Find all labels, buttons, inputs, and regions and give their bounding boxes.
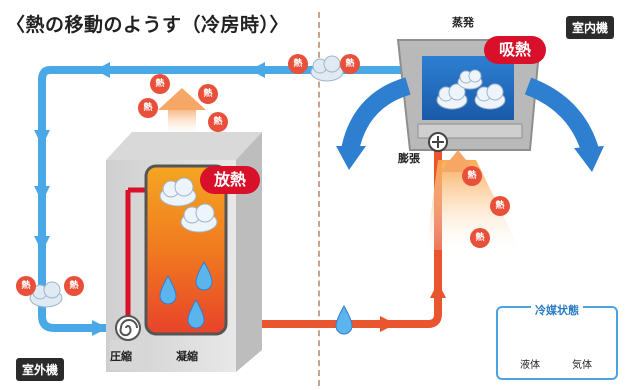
heat-marker: 熱 [198, 84, 218, 104]
compression-label: 圧縮 [110, 350, 132, 363]
gas-cloud-indoor-2 [474, 83, 506, 110]
flow-arrow-top-1 [250, 62, 265, 78]
heat-marker: 熱 [150, 74, 170, 94]
heat-absorb-bubble: 吸熱 [484, 36, 546, 64]
heat-marker: 熱 [288, 54, 308, 74]
gas-cloud-coil-2 [180, 203, 218, 233]
legend-gas-label: 気体 [572, 360, 592, 371]
flow-arrow-hot-2 [430, 282, 446, 298]
outdoor-unit-tag: 室外機 [16, 358, 65, 381]
heat-marker: 熱 [138, 98, 158, 118]
flow-arrow-left-1 [34, 130, 50, 146]
heat-marker: 熱 [340, 54, 360, 74]
expansion-valve [428, 132, 448, 152]
liquid-drop-coil-1 [159, 274, 177, 305]
warm-air-cone [426, 160, 520, 250]
flow-arrow-top-2 [95, 62, 110, 78]
gas-cloud-left-pipe [29, 281, 63, 308]
liquid-drop-pipe [335, 304, 353, 335]
heat-marker: 熱 [64, 276, 84, 296]
cool-air-arrow-left [341, 77, 411, 153]
legend-title: 冷媒状態 [531, 304, 583, 317]
refrigerant-state-legend: 冷媒状態 液体 気体 [496, 304, 618, 380]
indoor-unit-tag: 室内機 [565, 16, 614, 39]
heat-marker: 熱 [462, 166, 482, 186]
cool-air-arrow-right [524, 77, 599, 153]
condensation-label: 凝縮 [176, 350, 198, 363]
gas-cloud-coil-1 [159, 177, 197, 207]
heat-marker: 熱 [490, 196, 510, 216]
heat-marker: 熱 [208, 112, 228, 132]
liquid-drop-coil-3 [187, 298, 205, 329]
flow-arrow-hot-1 [380, 316, 396, 332]
heat-marker: 熱 [16, 276, 36, 296]
heat-release-bubble: 放熱 [200, 166, 260, 194]
compressor-spiral [115, 315, 141, 341]
gas-cloud-indoor-3 [457, 69, 483, 90]
expansion-label: 膨張 [398, 152, 420, 165]
indoor-outdoor-divider [318, 12, 320, 386]
flow-arrow-bottom [92, 320, 108, 336]
flow-arrow-left-3 [34, 236, 50, 252]
flow-arrow-left-2 [34, 186, 50, 202]
heat-marker: 熱 [470, 228, 490, 248]
evaporation-label: 蒸発 [452, 16, 474, 29]
liquid-supply-pipe [224, 146, 442, 328]
gas-cloud-top-pipe [310, 55, 344, 82]
liquid-drop-coil-2 [195, 260, 213, 291]
legend-liquid-label: 液体 [520, 360, 540, 371]
diagram-title: 〈熱の移動のようす（冷房時）〉 [6, 14, 290, 36]
rising-heat-arrow [158, 88, 206, 134]
gas-cloud-indoor-1 [436, 83, 468, 110]
